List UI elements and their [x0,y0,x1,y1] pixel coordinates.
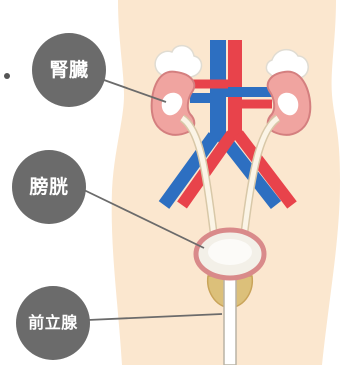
bladder-label: 膀胱 [12,150,86,224]
kidney-label-text: 腎臓 [49,59,88,81]
bladder [196,230,264,278]
prostate-label-text: 前立腺 [28,313,78,332]
bullet-dot [4,73,10,79]
prostate-label: 前立腺 [16,286,90,360]
urethra [224,274,236,365]
kidney-label: 腎臓 [32,33,106,107]
bladder-label-text: 膀胱 [29,176,68,198]
vena-cava [210,40,226,140]
